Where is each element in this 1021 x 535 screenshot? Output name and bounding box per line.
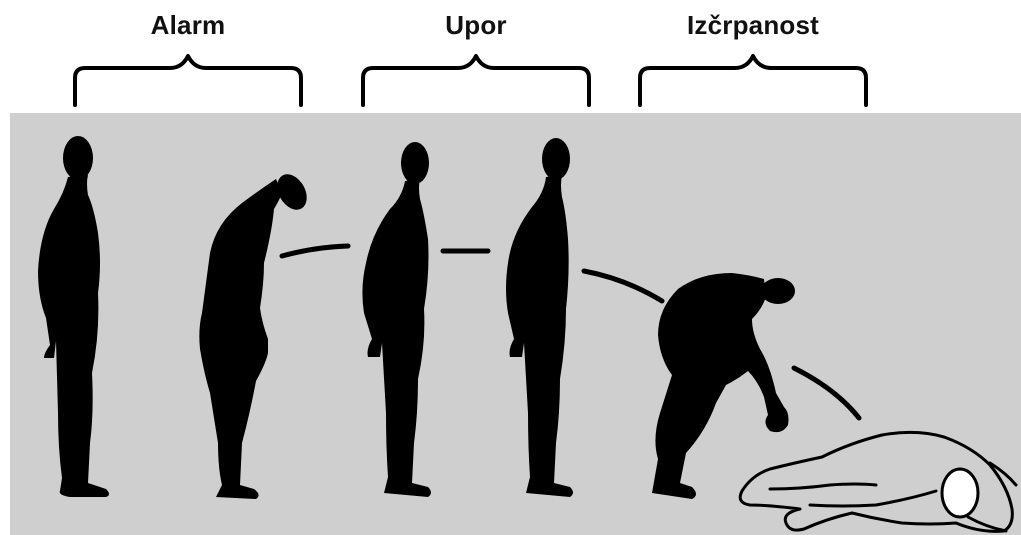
brace-alarm-icon [68, 50, 308, 110]
connector-curve-1 [282, 246, 348, 256]
standing-person-icon [38, 136, 109, 497]
connector-curve-4 [794, 368, 859, 418]
brace-izcrpanost-icon [633, 50, 873, 110]
connector-curve-3 [584, 271, 662, 301]
slumped-person-icon [199, 169, 312, 499]
stage-label-izcrpanost: Izčrpanost [633, 10, 873, 41]
brace-upor-icon [356, 50, 596, 110]
illustration-panel [10, 113, 1021, 535]
collapsed-person-icon [740, 432, 1016, 531]
standing-person-icon [362, 142, 431, 497]
stage-label-alarm: Alarm [68, 10, 308, 41]
hunched-person-icon [652, 273, 795, 499]
stress-stages-illustration [10, 113, 1021, 535]
standing-person-icon [506, 138, 573, 497]
stage-label-upor: Upor [356, 10, 596, 41]
